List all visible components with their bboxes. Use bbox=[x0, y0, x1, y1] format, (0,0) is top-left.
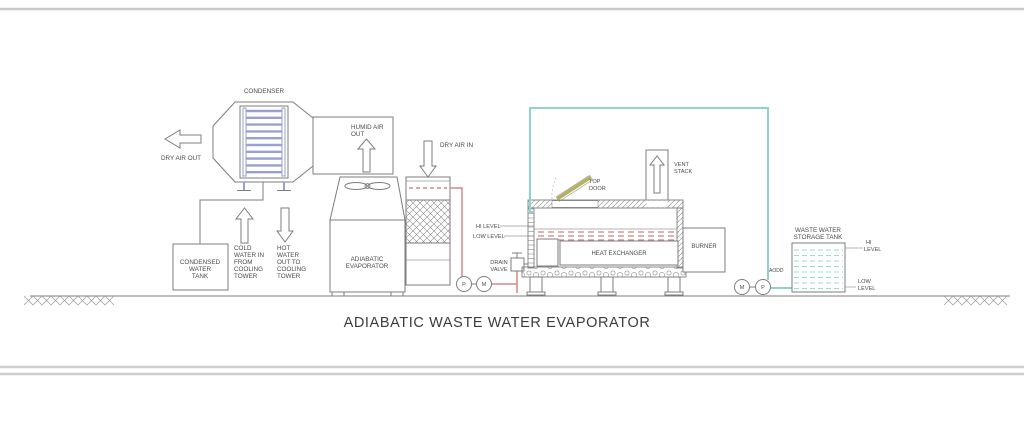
drain-valve-label-1: DRAIN bbox=[490, 260, 507, 266]
pump-p-right bbox=[755, 279, 771, 295]
evaporator-foot-left bbox=[331, 291, 345, 297]
page-borders bbox=[0, 7, 1024, 376]
evaporator-label-2: EVAPORATOR bbox=[346, 263, 389, 270]
motor-m-right-label: M bbox=[740, 285, 745, 291]
diagram-title: ADIABATIC WASTE WATER EVAPORATOR bbox=[344, 315, 651, 331]
tank-hi-label-2: LEVEL bbox=[864, 247, 881, 253]
hot-water-down-arrow-icon bbox=[276, 207, 294, 243]
burner: BURNER bbox=[682, 227, 726, 273]
recirculation-piping: P M bbox=[450, 187, 518, 293]
red-riser-pipe bbox=[450, 187, 463, 277]
flame-tube-box bbox=[536, 238, 559, 267]
condenser-coil bbox=[246, 109, 282, 174]
tank-low-label-1: LOW bbox=[858, 279, 871, 285]
top-door-opening bbox=[551, 200, 599, 208]
chamber-floor bbox=[521, 266, 687, 278]
condenser: CONDENSER bbox=[199, 88, 314, 244]
dry-air-in-label: DRY AIR IN bbox=[440, 142, 473, 149]
hot-water-label-4: COOLING bbox=[277, 266, 306, 273]
condensed-tank-label-3: TANK bbox=[192, 273, 209, 280]
cold-water-label-3: FROM bbox=[234, 259, 253, 266]
evaporation-chamber: HEAT EXCHANGER TOP DOOR VENT STACK bbox=[521, 149, 726, 296]
chamber-legs bbox=[526, 276, 684, 296]
hot-water-out: HOT WATER OUT TO COOLING TOWER bbox=[276, 207, 306, 280]
adiabatic-evaporator: ADIABATIC EVAPORATOR bbox=[329, 176, 406, 297]
chamber-left-wall bbox=[527, 207, 535, 269]
waste-water-storage-tank: WASTE WATER STORAGE TANK HI LEVEL LOW LE… bbox=[791, 227, 881, 293]
chamber-top-wall bbox=[527, 199, 684, 209]
cold-water-up-arrow-icon bbox=[234, 207, 255, 244]
dry-air-out-label: DRY AIR OUT bbox=[161, 155, 201, 162]
ground-line bbox=[23, 295, 1010, 306]
condensed-tank-label-2: WATER bbox=[189, 266, 211, 273]
top-door-panel bbox=[556, 175, 592, 201]
burner-body bbox=[682, 227, 726, 273]
top-door-label-2: DOOR bbox=[589, 186, 606, 192]
transfer-pump-set: AODD M P bbox=[734, 268, 784, 295]
cold-water-label-5: TOWER bbox=[234, 273, 258, 280]
chamber-low-level-label: LOW LEVEL bbox=[473, 234, 505, 240]
condensed-water-tank-body bbox=[172, 243, 229, 291]
hot-water-label-1: HOT bbox=[277, 245, 290, 252]
vent-stack-walls bbox=[645, 149, 669, 200]
cold-water-label-1: COLD bbox=[234, 245, 252, 252]
heat-exchanger-label: HEAT EXCHANGER bbox=[591, 251, 647, 257]
motor-m-left bbox=[476, 276, 492, 292]
vent-stack-label-2: STACK bbox=[674, 169, 693, 175]
cold-water-label-2: WATER IN bbox=[234, 252, 265, 259]
condensed-tank-label-1: CONDENSED bbox=[180, 259, 221, 266]
evaporator-foot-right bbox=[390, 291, 404, 297]
door-swing-arc bbox=[551, 175, 558, 200]
drain-valve: DRAIN VALVE bbox=[490, 252, 528, 273]
dry-air-out-arrow-icon bbox=[164, 129, 202, 149]
motor-m-left-label: M bbox=[482, 282, 487, 288]
humid-air-plenum: HUMID AIR OUT bbox=[312, 116, 394, 175]
hot-water-label-5: TOWER bbox=[277, 273, 301, 280]
chamber-level-indicators: HI LEVEL LOW LEVEL bbox=[473, 224, 534, 240]
condenser-label: CONDENSER bbox=[244, 88, 285, 95]
drain-valve-label-2: VALVE bbox=[490, 267, 507, 273]
condensed-water-tank: CONDENSED WATER TANK bbox=[172, 243, 229, 291]
tank-water-level-lines bbox=[794, 249, 843, 289]
waste-water-feed-piping bbox=[529, 107, 792, 289]
burner-label: BURNER bbox=[691, 244, 717, 250]
humid-air-label-2: OUT bbox=[351, 131, 364, 138]
humid-air-label-1: HUMID AIR bbox=[351, 124, 384, 131]
evaporator-body bbox=[329, 219, 406, 293]
dry-air-in: DRY AIR IN bbox=[419, 140, 473, 178]
tank-low-label-2: LEVEL bbox=[858, 286, 875, 292]
top-door-label-1: TOP bbox=[589, 179, 601, 185]
plenum-duct bbox=[312, 116, 394, 175]
pump-p-left-label: P bbox=[462, 282, 466, 288]
waste-tank-label-2: STORAGE TANK bbox=[794, 234, 843, 241]
chamber-hi-level-label: HI LEVEL bbox=[476, 224, 501, 230]
hot-water-label-3: OUT TO bbox=[277, 259, 301, 266]
dry-air-out: DRY AIR OUT bbox=[161, 129, 202, 162]
packing-column bbox=[405, 176, 451, 286]
vent-up-arrow-icon bbox=[648, 155, 666, 194]
waste-tank-label-1: WASTE WATER bbox=[795, 227, 841, 234]
teal-feed-pipe bbox=[529, 107, 769, 280]
hot-water-label-2: WATER bbox=[277, 252, 299, 259]
aodd-label: AODD bbox=[769, 268, 784, 274]
dry-air-in-down-arrow-icon bbox=[419, 140, 437, 178]
humid-air-up-arrow-icon bbox=[356, 138, 377, 173]
pump-p-right-label: P bbox=[761, 285, 765, 291]
fan-icon bbox=[344, 182, 391, 190]
condensate-pipe bbox=[199, 182, 264, 244]
evaporator-label-1: ADIABATIC bbox=[351, 256, 384, 263]
cold-water-in: COLD WATER IN FROM COOLING TOWER bbox=[234, 207, 265, 280]
cold-water-label-4: COOLING bbox=[234, 266, 263, 273]
vent-stack-label-1: VENT bbox=[674, 162, 690, 168]
condenser-legs bbox=[237, 182, 291, 191]
top-door: TOP DOOR bbox=[551, 174, 606, 202]
heat-exchanger bbox=[559, 240, 679, 266]
vent-stack: VENT STACK bbox=[645, 149, 693, 200]
packing-media bbox=[405, 199, 451, 244]
waste-tank-body bbox=[791, 242, 846, 293]
tank-hi-label-1: HI bbox=[866, 240, 872, 246]
chamber-spray-pipes bbox=[538, 231, 674, 241]
